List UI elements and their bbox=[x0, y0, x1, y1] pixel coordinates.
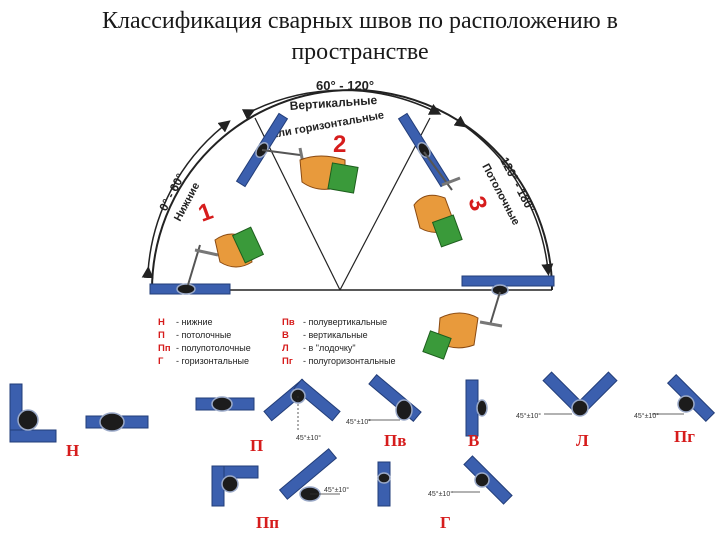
angle-label-pv: 45°±10° bbox=[346, 418, 371, 426]
legend-key-n: Н bbox=[158, 317, 165, 328]
legend-text-n: - нижние bbox=[176, 317, 213, 327]
welder-hand-4 bbox=[422, 291, 503, 360]
title-line-1: Классификация сварных швов по расположен… bbox=[101, 8, 619, 34]
legend-text-l: - в "лодочку" bbox=[303, 343, 356, 353]
range-arrow-3 bbox=[453, 115, 554, 276]
legend-key-v: В bbox=[282, 330, 289, 341]
sector-2-name-line2: или горизонтальные bbox=[270, 109, 385, 141]
range-arrow-2 bbox=[241, 89, 442, 121]
angle-label-l: 45°±10° bbox=[516, 412, 541, 420]
joint-label-pp: Пп bbox=[256, 513, 279, 532]
joint-p: 45°±10° П bbox=[250, 378, 341, 455]
angle-label-pp: 45°±10° bbox=[324, 486, 349, 494]
legend-text-v: - вертикальные bbox=[303, 330, 368, 340]
joint-g bbox=[195, 396, 255, 412]
joint-pp-corner bbox=[211, 465, 259, 507]
legend-key-l: Л bbox=[282, 343, 289, 354]
joint-g-angle: 45°±10° Г bbox=[428, 455, 513, 532]
legend-right: Пв - полувертикальные В - вертикальные Л… bbox=[282, 317, 395, 367]
angle-label-p: 45°±10° bbox=[296, 434, 321, 442]
legend-text-g: - горизонтальные bbox=[176, 356, 249, 366]
legend-left: Н - нижние П - потолочные Пп - полупотол… bbox=[158, 317, 251, 367]
joint-v: В bbox=[465, 379, 488, 450]
legend-key-p: П bbox=[158, 330, 165, 341]
joint-pv: 45°±10° Пв bbox=[346, 374, 422, 450]
joint-n: Н bbox=[9, 383, 149, 460]
joint-l: 45°±10° Л bbox=[516, 371, 618, 450]
legend-text-pv: - полувертикальные bbox=[303, 317, 387, 327]
angle-label-g: 45°±10° bbox=[428, 490, 453, 498]
sector-2-range: 60° - 120° bbox=[316, 78, 374, 93]
legend-key-pp: Пп bbox=[158, 343, 171, 354]
angle-label-pg: 45°±10° bbox=[634, 412, 659, 420]
joint-g-vertical bbox=[377, 461, 391, 507]
sector-2-number: 2 bbox=[333, 131, 346, 158]
legend-text-pp: - полупотолочные bbox=[176, 343, 251, 353]
page-title: Классификация сварных швов по расположен… bbox=[0, 6, 720, 68]
title-line-2: пространстве bbox=[291, 39, 429, 65]
sector-1-number: 1 bbox=[195, 198, 217, 228]
plate-bottom-left bbox=[149, 283, 231, 295]
sector-2-name-line1: Вертикальные bbox=[289, 93, 378, 113]
legend-key-g: Г bbox=[158, 356, 164, 367]
joint-label-n: Н bbox=[66, 441, 79, 460]
legend-key-pv: Пв bbox=[282, 317, 295, 328]
legend-key-pg: Пг bbox=[282, 356, 293, 367]
plate-bottom-right bbox=[461, 275, 555, 296]
sector-divider-120 bbox=[339, 117, 431, 291]
joint-label-pv: Пв bbox=[384, 431, 406, 450]
joint-label-g: Г bbox=[440, 513, 451, 532]
legend-text-p: - потолочные bbox=[176, 330, 231, 340]
joint-pp: 45°±10° Пп bbox=[256, 448, 349, 532]
welder-hand-1 bbox=[187, 226, 265, 286]
joint-label-p: П bbox=[250, 436, 263, 455]
welder-hand-3 bbox=[413, 151, 463, 248]
sector-3-number: 3 bbox=[462, 193, 492, 215]
welder-hand-2 bbox=[261, 147, 359, 194]
joint-label-l: Л bbox=[576, 431, 589, 450]
range-arrow-1 bbox=[141, 120, 231, 279]
joint-label-pg: Пг bbox=[674, 427, 695, 446]
joint-pg: 45°±10° Пг bbox=[634, 373, 716, 446]
joint-label-v: В bbox=[468, 431, 479, 450]
legend-text-pg: - полугоризонтальные bbox=[303, 356, 395, 366]
